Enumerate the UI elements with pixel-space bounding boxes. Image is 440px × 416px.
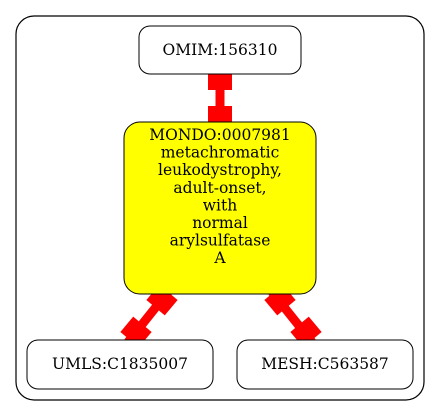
node-omim-box: [138, 25, 302, 75]
node-umls-label: UMLS:C1835007: [52, 355, 188, 373]
node-mondo-label-line: MONDO:0007981: [149, 126, 291, 144]
edge-omim-mondo-head-top: [208, 70, 232, 90]
node-omim-label: OMIM:156310: [163, 41, 278, 59]
node-mondo-label-line: leukodystrophy,: [158, 161, 282, 179]
node-umls[interactable]: UMLS:C1835007: [26, 339, 214, 390]
node-omim[interactable]: OMIM:156310: [138, 25, 302, 75]
node-mondo-label-line: normal: [192, 214, 248, 232]
edge-omim-mondo: [208, 70, 232, 128]
node-mondo-label-line: with: [203, 196, 237, 214]
node-mondo-box: [123, 121, 317, 295]
node-mesh-label: MESH:C563587: [261, 355, 389, 373]
node-mondo-label-line: adult-onset,: [173, 179, 266, 197]
node-mondo-label-line: A: [213, 249, 226, 267]
node-mondo-label-line: metachromatic: [161, 144, 280, 162]
node-umls-box: [26, 339, 214, 390]
node-mesh[interactable]: MESH:C563587: [236, 339, 414, 390]
node-mesh-box: [236, 339, 414, 390]
node-mondo-label-line: arylsulfatase: [170, 232, 271, 250]
